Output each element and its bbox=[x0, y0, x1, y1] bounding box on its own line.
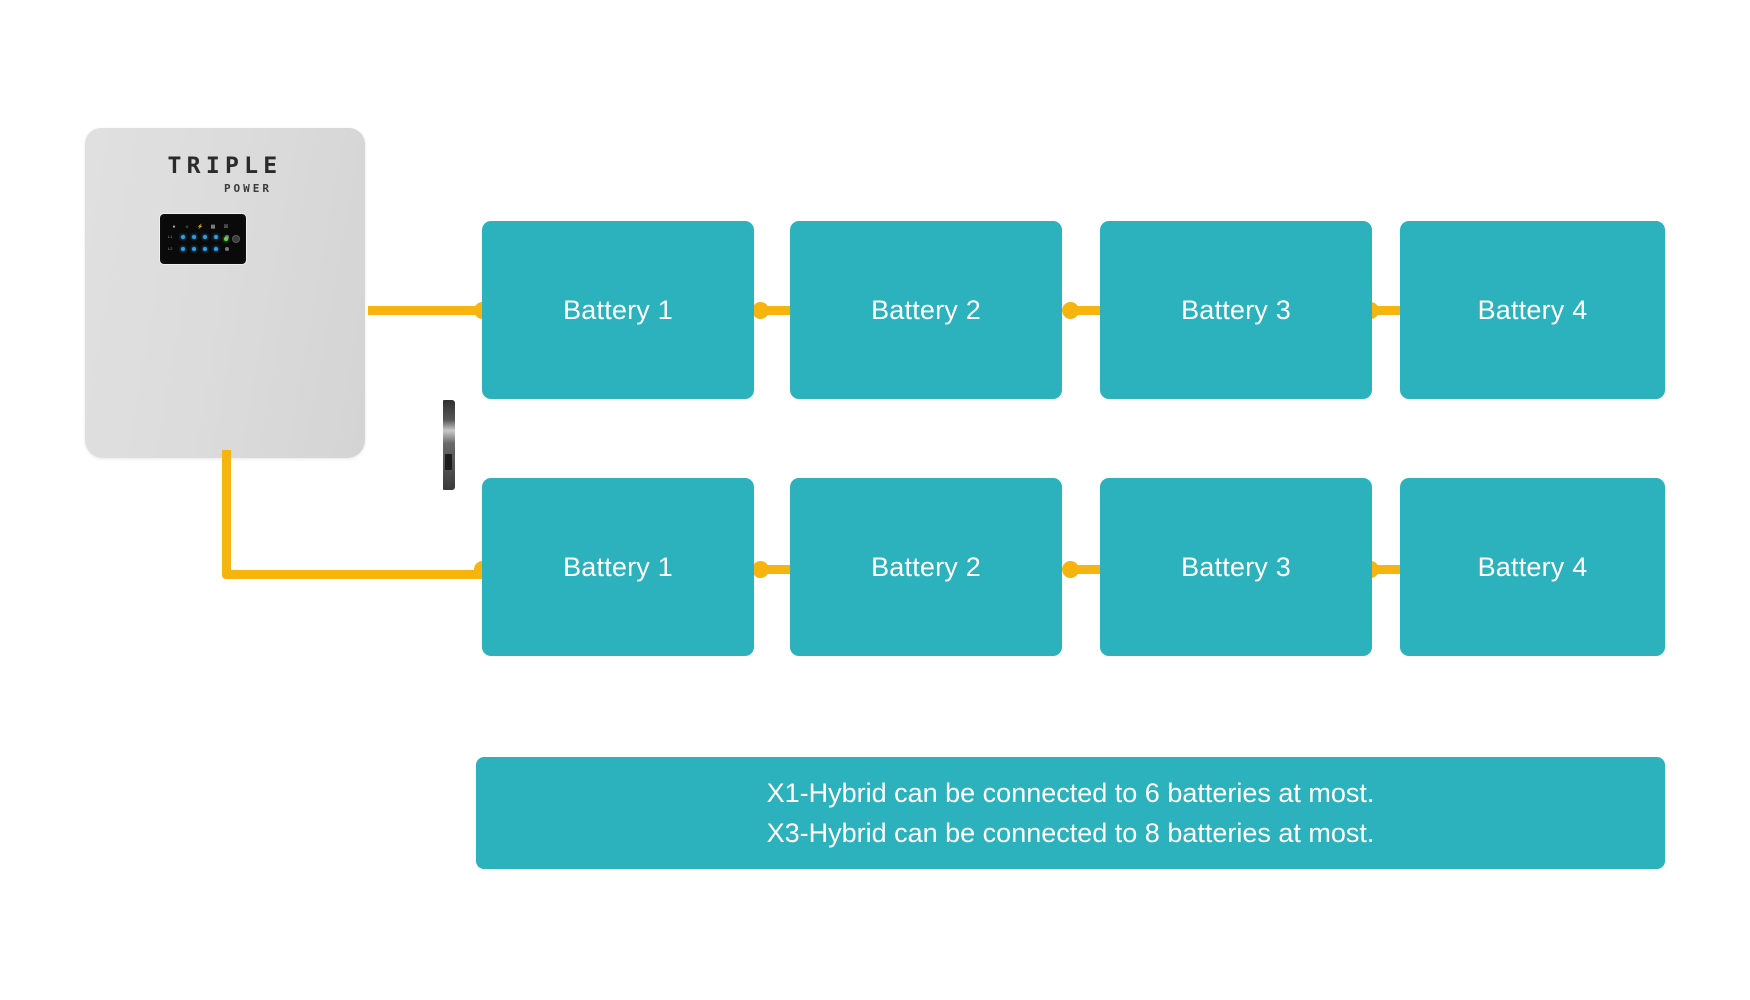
led-sun-icon: ☼ bbox=[184, 224, 190, 230]
led-indicator bbox=[225, 246, 229, 251]
led-indicator bbox=[192, 234, 196, 239]
wire-bottom-b2-to-b3 bbox=[1068, 565, 1110, 574]
led-bolt-icon: ⚡ bbox=[197, 224, 204, 230]
battery-label: Battery 3 bbox=[1181, 294, 1291, 325]
battery-box-top-4[interactable]: Battery 4 bbox=[1400, 221, 1665, 399]
battery-box-bottom-3[interactable]: Battery 3 bbox=[1100, 478, 1372, 656]
battery-box-bottom-2[interactable]: Battery 2 bbox=[790, 478, 1062, 656]
connector-node-bottom-b2-right bbox=[1062, 561, 1079, 578]
power-button-icon[interactable] bbox=[232, 235, 240, 243]
battery-label: Battery 2 bbox=[871, 294, 981, 325]
led-indicator bbox=[192, 246, 196, 251]
led-indicator bbox=[214, 246, 218, 251]
battery-box-top-2[interactable]: Battery 2 bbox=[790, 221, 1062, 399]
brand-name-triple: TRIPLE bbox=[167, 154, 283, 179]
battery-box-top-1[interactable]: Battery 1 bbox=[482, 221, 754, 399]
wire-bottom-b1-to-b2 bbox=[758, 565, 800, 574]
brand-name-power: POWER bbox=[223, 182, 273, 195]
connector-node-top-b2-right bbox=[1062, 302, 1079, 319]
battery-label: Battery 1 bbox=[563, 294, 673, 325]
battery-box-top-3[interactable]: Battery 3 bbox=[1100, 221, 1372, 399]
battery-label: Battery 4 bbox=[1477, 294, 1588, 325]
inverter-side-connector-port bbox=[443, 400, 455, 490]
led-grid-icon: ▦ bbox=[210, 224, 216, 230]
inverter-unit[interactable]: TRIPLE POWER ● ☼ ⚡ ▦ ☒ L1 L2 bbox=[85, 128, 455, 490]
wire-top-b2-to-b3 bbox=[1068, 306, 1110, 315]
led-status-icon: ● bbox=[172, 224, 176, 230]
led-indicator bbox=[181, 246, 185, 251]
note-line-x1-hybrid: X1-Hybrid can be connected to 6 batterie… bbox=[766, 778, 1375, 808]
led-label-l1: L1 bbox=[168, 234, 173, 239]
led-fault-icon: ☒ bbox=[223, 224, 229, 230]
capacity-note-box: X1-Hybrid can be connected to 6 batterie… bbox=[476, 757, 1665, 869]
led-row-l1: L1 bbox=[168, 234, 229, 239]
led-indicator bbox=[181, 234, 185, 239]
battery-box-bottom-1[interactable]: Battery 1 bbox=[482, 478, 754, 656]
led-indicator bbox=[214, 234, 218, 239]
led-indicator bbox=[203, 246, 207, 251]
battery-label: Battery 3 bbox=[1181, 551, 1291, 582]
wire-bottom-b3-to-b4 bbox=[1368, 565, 1410, 574]
inverter-led-display: ● ☼ ⚡ ▦ ☒ L1 L2 bbox=[159, 213, 247, 265]
wire-top-b1-to-b2 bbox=[758, 306, 800, 315]
wire-inverter-to-top-battery1 bbox=[368, 306, 492, 315]
wire-inverter-to-bottom-row-elbow bbox=[222, 450, 491, 579]
led-indicator bbox=[203, 234, 207, 239]
battery-box-bottom-4[interactable]: Battery 4 bbox=[1400, 478, 1665, 656]
led-indicator bbox=[225, 234, 229, 239]
inverter-brand-logo: TRIPLE POWER bbox=[85, 154, 365, 195]
note-line-x3-hybrid: X3-Hybrid can be connected to 8 batterie… bbox=[766, 818, 1375, 848]
led-power-group bbox=[224, 235, 240, 243]
connector-node-bottom-b1-right bbox=[752, 561, 769, 578]
battery-label: Battery 2 bbox=[871, 551, 981, 582]
led-power-on-indicator bbox=[224, 237, 228, 241]
battery-label: Battery 1 bbox=[563, 551, 673, 582]
led-row-l2: L2 bbox=[168, 246, 229, 251]
connector-node-top-b1-right bbox=[752, 302, 769, 319]
led-label-l2: L2 bbox=[168, 246, 173, 251]
battery-label: Battery 4 bbox=[1477, 551, 1588, 582]
led-icon-row: ● ☼ ⚡ ▦ ☒ bbox=[171, 224, 229, 230]
wire-top-b3-to-b4 bbox=[1368, 306, 1410, 315]
